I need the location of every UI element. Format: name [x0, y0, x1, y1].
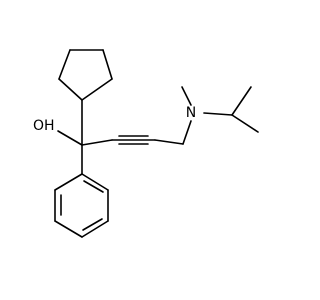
bond-isopropyl-methyl-2 [231, 86, 252, 116]
phenyl-bond [81, 220, 109, 238]
alkyne-triple-bond [111, 135, 156, 145]
bond-carbinol-to-alkyne [81, 139, 113, 146]
structure-diagram: OH N [33, 49, 259, 238]
bond-isopropyl-methyl-1 [231, 114, 259, 133]
ring-bond [58, 49, 71, 80]
phenyl-ring [54, 173, 109, 238]
phenyl-bond [54, 173, 83, 191]
bond-n-to-isopropyl-ch [203, 112, 233, 116]
molecule-svg: OH N [33, 49, 259, 238]
phenyl-bond [81, 173, 109, 191]
ring-bond [102, 49, 113, 80]
bond-carbinol-to-oh [57, 130, 83, 146]
bond-ch2-to-n [182, 120, 192, 145]
phenyl-bond [54, 220, 83, 238]
ring-bond [58, 78, 83, 101]
bond-n-to-methyl [181, 86, 192, 106]
hydroxyl-label: OH [33, 118, 55, 134]
phenyl-inner-double-bond [82, 218, 103, 231]
bond-alkyne-to-ch2 [154, 139, 184, 145]
ring-bond [81, 78, 113, 101]
cyclopentyl-ring [58, 49, 113, 101]
nitrogen-label: N [186, 105, 196, 121]
phenyl-inner-double-bond [83, 180, 104, 193]
